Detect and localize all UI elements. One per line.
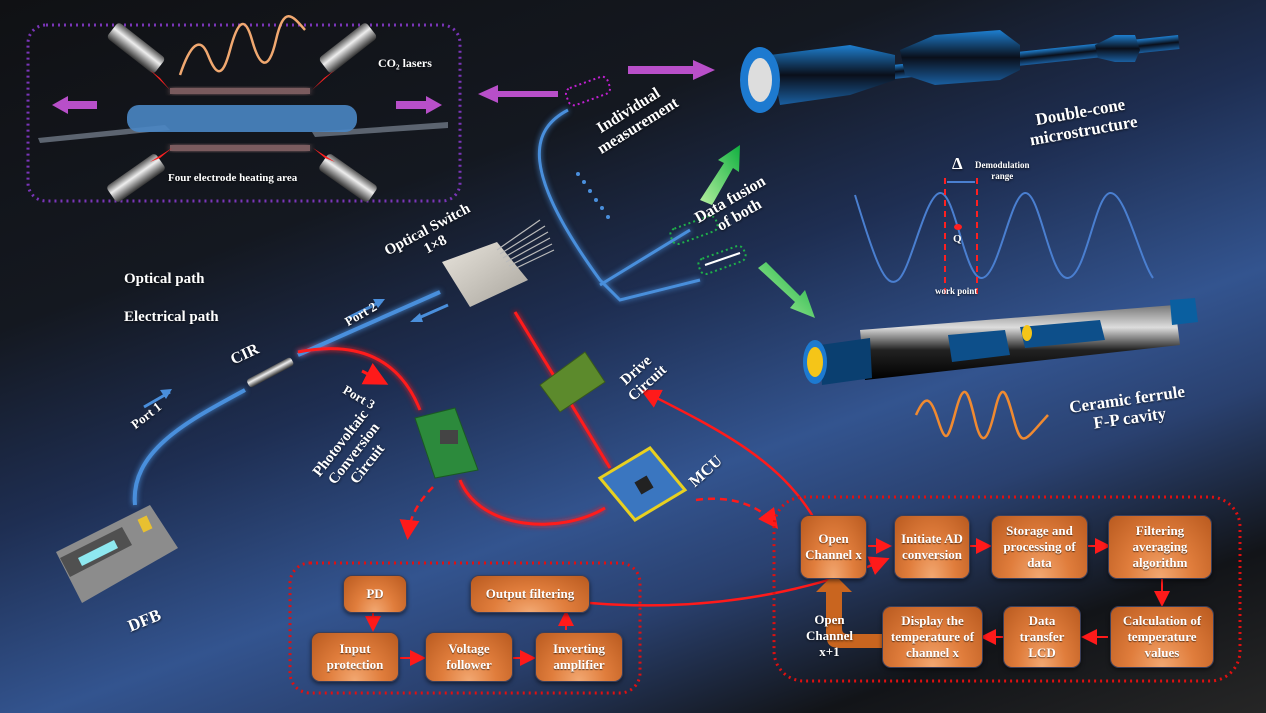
pv-to-circuit-arrow <box>399 486 434 540</box>
laser-head-tr <box>312 23 377 90</box>
demodulation-curve <box>854 192 1154 283</box>
ceramic-ferrule-fp-cavity <box>803 298 1198 385</box>
block-inverting-amplifier: Inverting amplifier <box>535 632 623 682</box>
double-cone-microstructure <box>740 30 1180 113</box>
drive-circuit-board <box>539 351 606 413</box>
block-data-transfer-lcd: Data transfer LCD <box>1003 606 1081 668</box>
fusion-frame-1 <box>669 214 719 246</box>
block-storage-processing: Storage and processing of data <box>991 515 1088 579</box>
work-point-q <box>954 224 962 230</box>
circulator-device <box>247 357 294 388</box>
fusion-frame-2 <box>697 244 747 276</box>
dfb-laser-device <box>56 505 178 603</box>
block-voltage-follower: Voltage follower <box>425 632 513 682</box>
heating-area-label: Four electrode heating area <box>168 172 298 184</box>
legend-electrical-label: Electrical path <box>124 309 219 325</box>
purple-arrow-to-panel <box>478 85 558 103</box>
block-input-protection: Input protection <box>311 632 399 682</box>
mcu-to-drive-arrow <box>640 389 817 521</box>
purple-arrow-to-cone <box>628 60 715 80</box>
demodulation-range-label: Demodulation range <box>975 160 1030 181</box>
block-display-temperature: Display the temperature of channel x <box>882 606 983 668</box>
open-channel-next-label: Open Channel x+1 <box>806 612 853 659</box>
work-point-label: work point <box>935 286 978 296</box>
block-pd: PD <box>343 575 407 613</box>
green-arrow-down <box>758 262 815 318</box>
block-initiate-ad: Initiate AD conversion <box>894 515 970 579</box>
green-arrow-up <box>700 145 740 205</box>
pull-arrow-left <box>52 96 97 114</box>
laser-head-br <box>313 148 377 202</box>
block-filtering-averaging: Filtering averaging algorithm <box>1108 515 1212 579</box>
loop-arrow <box>816 574 882 648</box>
fiber-holder-right <box>312 122 448 137</box>
optical-switch-device <box>442 242 528 307</box>
optical-path-cir-switch <box>297 290 441 357</box>
individual-measurement-frame <box>564 75 612 107</box>
block-output-filtering: Output filtering <box>470 575 590 613</box>
laser-head-bl <box>107 148 172 202</box>
pull-arrow-right <box>396 96 442 114</box>
legend-optical-label: Optical path <box>124 271 205 287</box>
electrical-path-cir-pv <box>297 347 422 411</box>
delta-symbol: Δ <box>952 154 963 173</box>
channel-dots <box>576 172 610 219</box>
co2-lasers-label: CO₂ lasers <box>378 56 432 70</box>
block-calc-temperature: Calculation of temperature values <box>1110 606 1214 668</box>
q-label: Q <box>953 233 962 245</box>
electrical-path-pv-mcu <box>458 479 606 526</box>
optical-path-dfb-cir <box>132 388 246 506</box>
laser-wave <box>178 15 306 76</box>
fiber-under-fabrication <box>127 105 357 132</box>
reflection-wave <box>914 390 1049 440</box>
laser-head-tl <box>107 23 170 90</box>
mcu-to-flow-arrow <box>695 497 779 529</box>
block-open-channel-x: Open Channel x <box>800 515 867 579</box>
